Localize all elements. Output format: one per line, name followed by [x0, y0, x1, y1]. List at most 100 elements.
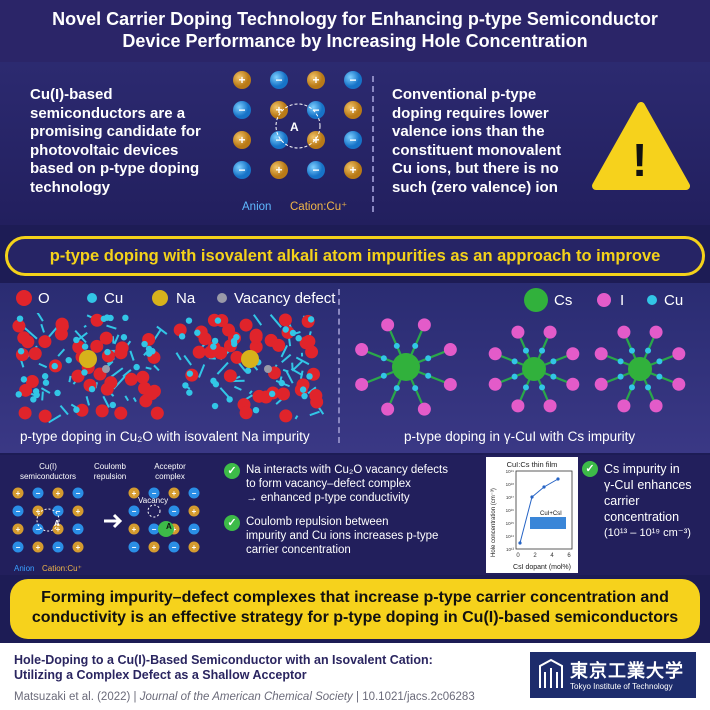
anion-ion: −: [233, 101, 251, 119]
iodine-atom: [672, 377, 686, 391]
svg-text:−: −: [312, 163, 319, 177]
page-title: Novel Carrier Doping Technology for Enha…: [0, 0, 710, 62]
iodine-atom: [566, 347, 580, 361]
svg-text:−: −: [192, 489, 197, 498]
copper-atom: [617, 358, 624, 365]
anion-ion: −: [72, 523, 84, 535]
cesium-atom: [628, 357, 652, 381]
copper-atom: [550, 358, 557, 365]
check-line: Cs impurity in: [604, 462, 680, 476]
anion-ion: −: [148, 523, 160, 535]
oxygen-atom-icon: [16, 290, 32, 306]
oxygen-atom: [95, 404, 109, 418]
cation-ion: +: [52, 523, 64, 535]
check-line: Coulomb repulsion between: [246, 516, 389, 528]
conventional-text: Conventional p-type doping requires lowe…: [392, 86, 592, 197]
svg-text:−: −: [349, 73, 356, 87]
conclusion-line: Forming impurity–defect complexes that i…: [41, 589, 669, 606]
iodine-atom: [594, 347, 608, 361]
bond: [83, 324, 87, 328]
copper-atom: [214, 317, 222, 324]
oxygen-atom: [249, 330, 263, 344]
bond: [36, 313, 44, 322]
structures-panel: O Cu Na Vacancy defect Cs I Cu p-type do…: [0, 283, 710, 453]
copper-atom: [42, 379, 50, 386]
doi-link[interactable]: 10.1021/jacs.2c06283: [362, 691, 475, 703]
copper-atom: [539, 384, 546, 391]
copper-atom: [645, 347, 652, 354]
copper-atom: [252, 406, 260, 414]
bond: [198, 364, 206, 378]
vacancy-atom: [264, 365, 272, 373]
bond: [145, 366, 152, 370]
oxygen-atom: [28, 347, 42, 361]
graph-point: [530, 495, 534, 499]
iodine-atom: [417, 402, 431, 416]
cu2o-structure: [12, 313, 325, 424]
copper-atom: [412, 342, 419, 349]
iodine-atom: [672, 347, 686, 361]
svg-text:−: −: [16, 507, 21, 516]
bond: [40, 323, 45, 333]
cation-ion: +: [270, 101, 288, 119]
cation-ion: +: [344, 101, 362, 119]
svg-text:−: −: [275, 73, 282, 87]
bond: [248, 390, 253, 395]
journal[interactable]: Journal of the American Chemical Society: [139, 691, 353, 703]
anion-ion: −: [307, 101, 325, 119]
left-legend: O Cu Na Vacancy defect: [16, 290, 336, 307]
graph-xtick: 4: [550, 553, 554, 559]
copper-atom: [539, 347, 546, 354]
bond: [48, 414, 62, 424]
copper-atom: [628, 384, 635, 391]
iodine-atom: [381, 318, 395, 332]
oxygen-atom: [145, 387, 159, 401]
oxygen-atom: [72, 340, 86, 354]
conv-line: valence ions than the: [392, 123, 545, 140]
graph-ytick: 10¹⁵: [506, 521, 515, 526]
conv-line: Cu ions, but there is no: [392, 160, 559, 177]
iodine-atom: [543, 399, 557, 413]
copper-atom: [186, 389, 193, 396]
sodium-atom: [79, 350, 97, 368]
lattice-before: +−+−−+−++−+−−+−+: [12, 487, 84, 553]
anion-ion: −: [168, 541, 180, 553]
copper-atom: [522, 384, 529, 391]
copper-atom: [30, 396, 37, 403]
graph-ytick: 10¹⁶: [506, 508, 515, 513]
top-panel: Cu(I)-based semiconductors are a promisi…: [0, 62, 710, 225]
check-line: to form vacancy–defect complex: [246, 478, 411, 490]
anion-ion: −: [128, 541, 140, 553]
copper-atom: [88, 385, 96, 393]
svg-text:+: +: [312, 133, 319, 147]
anion-ion: −: [270, 71, 288, 89]
bond: [252, 314, 263, 326]
copper-atom: [211, 402, 219, 410]
iodine-atom: [617, 325, 631, 339]
cation-ion: +: [188, 505, 200, 517]
check-text: Coulomb repulsion between impurity and C…: [246, 515, 438, 557]
iodine-atom: [488, 347, 502, 361]
oxygen-atom: [18, 406, 32, 420]
copper-atom: [656, 358, 663, 365]
anion-ion: −: [344, 71, 362, 89]
title-line-1: Novel Carrier Doping Technology for Enha…: [52, 9, 658, 29]
logo-en: Tokyo Institute of Technology: [570, 682, 673, 691]
diag-vacancy: Vacancy: [138, 496, 168, 505]
conclusion-line: conductivity is an effective strategy fo…: [31, 609, 679, 626]
oxygen-atom: [19, 383, 33, 397]
lattice-after: +−+−−−++−+−−+−+: [128, 487, 200, 553]
caption-cu2o: p-type doping in Cu₂O with isovalent Na …: [20, 429, 310, 444]
bond: [294, 415, 299, 420]
cesium-atom: [522, 357, 546, 381]
university-logo[interactable]: 東京工業大学 Tokyo Institute of Technology: [530, 652, 696, 698]
svg-text:−: −: [172, 543, 177, 552]
intro-line: photovoltaic devices: [30, 141, 179, 159]
svg-text:−: −: [238, 103, 245, 117]
warning-symbol: !: [632, 134, 647, 186]
impurity-ring: [36, 508, 60, 532]
svg-text:+: +: [132, 525, 137, 534]
svg-text:+: +: [76, 543, 81, 552]
iodine-atom: [381, 402, 395, 416]
oxygen-atom: [239, 318, 253, 332]
